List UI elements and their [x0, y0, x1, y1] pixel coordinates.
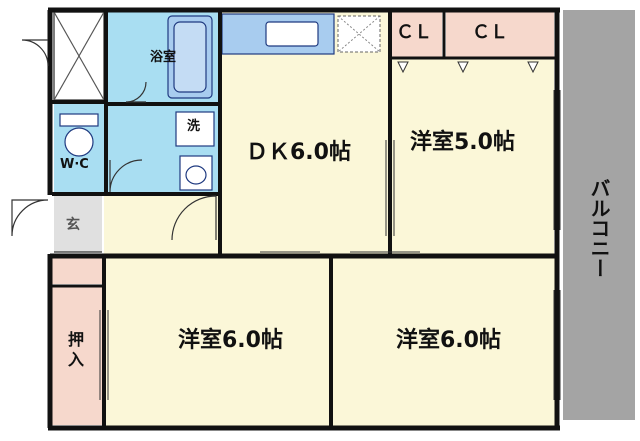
room-label-western-5: 洋室5.0帖	[410, 130, 515, 155]
closet-2-shelf-marker-a	[457, 61, 469, 74]
room-label-storage: 押入	[68, 330, 85, 369]
room-label-closet-2: ＣＬ	[472, 22, 508, 43]
closet-1-floor	[392, 12, 442, 58]
windows	[99, 90, 561, 400]
door-swings	[11, 39, 217, 241]
room-western-6-right-floor	[333, 257, 555, 427]
closet-2-shelf-marker-b	[527, 61, 539, 74]
room-label-western-6-right: 洋室6.0帖	[396, 328, 501, 353]
room-label-toilet: W·C	[60, 157, 89, 172]
entrance-floor	[52, 254, 102, 284]
closet-1-shelf-marker	[397, 61, 409, 74]
toilet-tank	[59, 113, 99, 127]
balcony-area	[563, 10, 635, 420]
room-label-entrance: 玄	[66, 217, 80, 233]
storage-floor	[52, 287, 102, 425]
room-label-western-6-left: 洋室6.0帖	[178, 328, 283, 353]
entrance-step	[54, 196, 102, 252]
hallway-floor	[104, 195, 220, 255]
room-label-closet-1: ＣＬ	[396, 22, 432, 43]
kitchen-sink	[265, 21, 319, 47]
walls	[47, 7, 560, 431]
stove-diag-b	[337, 15, 381, 53]
toilet-bowl-icon	[64, 127, 94, 157]
room-label-bath: 浴室	[150, 50, 177, 65]
room-label-washroom: 洗	[187, 119, 201, 134]
closet-2-floor	[446, 12, 554, 58]
room-western-6-left-floor	[104, 257, 330, 427]
bathtub-inner	[173, 21, 207, 93]
washing-machine-pan	[175, 111, 215, 147]
wash-basin-bowl	[185, 165, 207, 185]
room-label-dk: ＤＫ6.0帖	[246, 140, 351, 165]
balcony-label: バルコニー	[587, 178, 611, 278]
stove-diag-a	[337, 15, 381, 53]
room-western-5-floor	[390, 58, 554, 254]
pipe-shaft-cross-b	[53, 11, 105, 101]
